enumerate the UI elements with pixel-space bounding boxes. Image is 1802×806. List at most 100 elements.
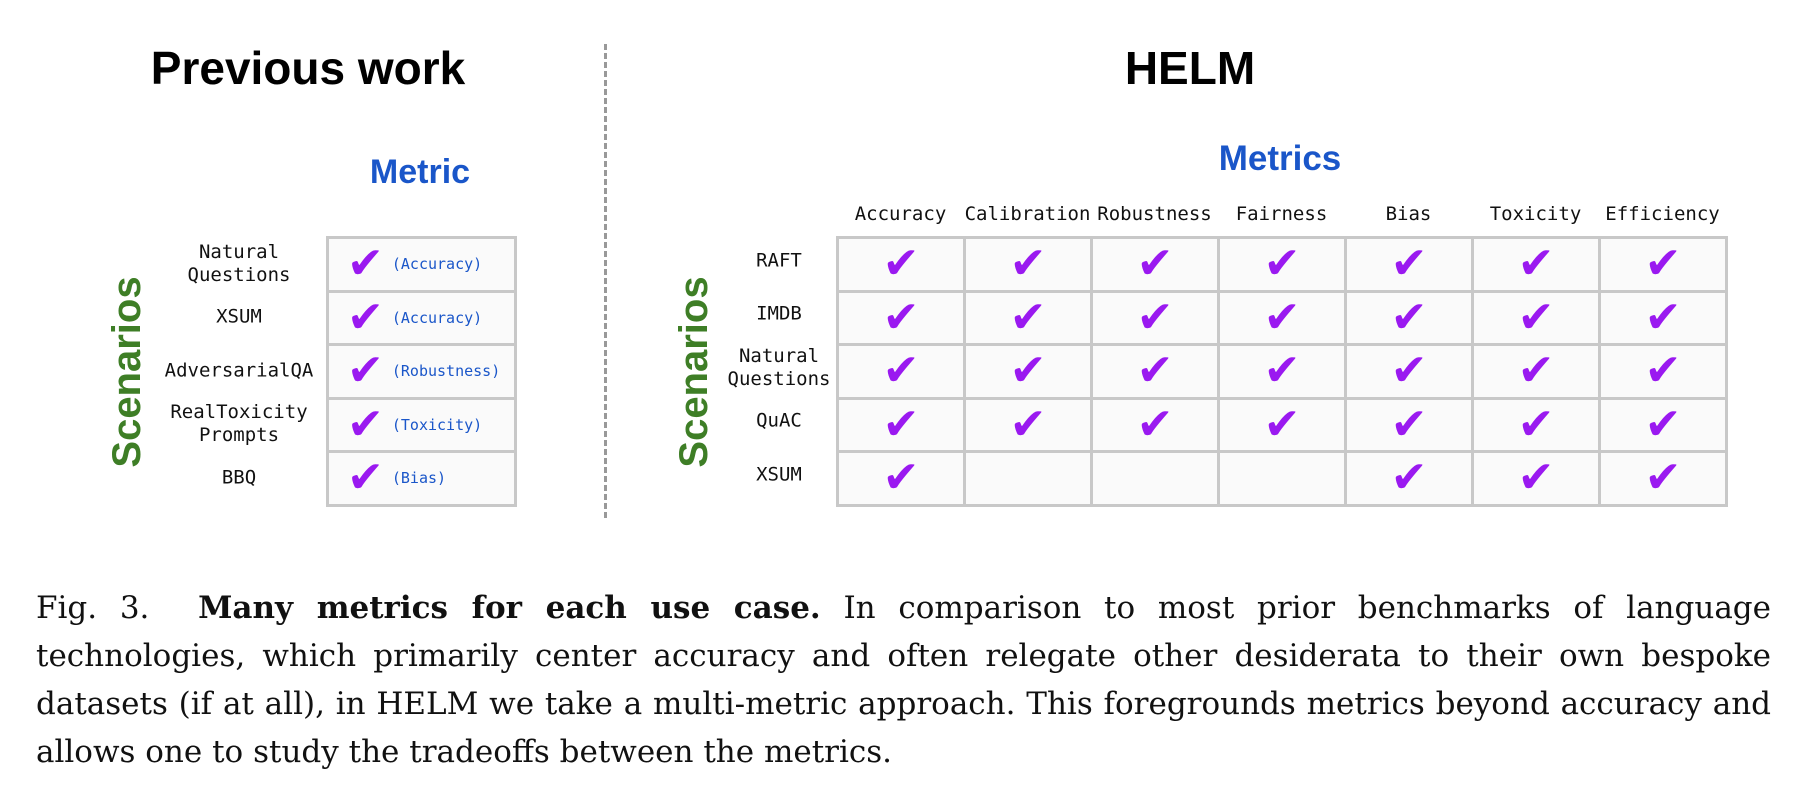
- caption-body: In comparison to most prior benchmarks o…: [36, 590, 1771, 770]
- helm-table-row: ✔ ✔ ✔ ✔: [836, 450, 1728, 507]
- helm-table-cell: ✔: [1090, 343, 1220, 400]
- helm-table-cell: ✔: [1344, 289, 1474, 346]
- metric-name: (Accuracy): [391, 308, 483, 327]
- previous-scenarios-label: Scenarios: [105, 276, 149, 468]
- checkmark-icon: ✔: [1390, 291, 1428, 343]
- checkmark-icon: ✔: [1009, 238, 1047, 290]
- helm-table-cell: ✔: [1598, 396, 1728, 453]
- checkmark-icon: ✔: [1263, 238, 1301, 290]
- checkmark-icon: ✔: [1136, 291, 1174, 343]
- checkmark-icon: ✔: [347, 291, 384, 343]
- metric-name: (Accuracy): [391, 255, 483, 274]
- checkmark-icon: ✔: [1644, 291, 1682, 343]
- column-header: Accuracy: [854, 203, 947, 225]
- previous-table-cell: ✔ (Robustness): [326, 343, 517, 400]
- helm-table-cell: ✔: [1217, 289, 1347, 346]
- caption-figure-label: Fig. 3.: [36, 590, 150, 626]
- helm-table-cell: [1090, 450, 1220, 507]
- previous-metric-header: Metric: [369, 153, 471, 191]
- column-header: Toxicity: [1489, 203, 1582, 225]
- helm-table-cell: ✔: [1471, 343, 1601, 400]
- helm-table-row: ✔✔✔✔✔✔✔: [836, 236, 1728, 293]
- helm-table-cell: ✔: [963, 289, 1093, 346]
- checkmark-icon: ✔: [1009, 345, 1047, 397]
- helm-table-cell: ✔: [1217, 396, 1347, 453]
- checkmark-icon: ✔: [882, 291, 920, 343]
- checkmark-icon: ✔: [1644, 452, 1682, 504]
- checkmark-icon: ✔: [1009, 398, 1047, 450]
- checkmark-icon: ✔: [1263, 345, 1301, 397]
- previous-table-cell: ✔ (Toxicity): [326, 396, 517, 453]
- checkmark-icon: ✔: [1390, 452, 1428, 504]
- helm-table-cell: ✔: [1598, 450, 1728, 507]
- checkmark-icon: ✔: [1009, 291, 1047, 343]
- checkmark-icon: ✔: [1390, 238, 1428, 290]
- helm-scenarios-label: Scenarios: [672, 276, 716, 468]
- scenario-label: XSUM: [216, 305, 262, 328]
- helm-table-cell: ✔: [963, 396, 1093, 453]
- metric-name: (Toxicity): [391, 415, 483, 434]
- helm-table-cell: [1217, 450, 1347, 507]
- checkmark-icon: ✔: [347, 398, 384, 450]
- helm-table-cell: ✔: [836, 343, 966, 400]
- metric-name: (Bias): [391, 469, 447, 488]
- checkmark-icon: ✔: [1136, 238, 1174, 290]
- column-header: Fairness: [1235, 203, 1328, 225]
- checkmark-icon: ✔: [1644, 238, 1682, 290]
- helm-table-cell: ✔: [963, 343, 1093, 400]
- checkmark-icon: ✔: [1263, 291, 1301, 343]
- checkmark-icon: ✔: [882, 452, 920, 504]
- helm-metrics-table: ✔✔✔✔✔✔✔✔✔✔✔✔✔✔✔✔✔✔✔✔✔✔✔✔✔✔✔✔✔✔✔✔: [836, 236, 1728, 507]
- helm-table-row: ✔ ✔ ✔ ✔ ✔ ✔ ✔: [836, 396, 1728, 453]
- previous-table-cell: ✔ (Accuracy): [326, 289, 517, 346]
- helm-table-cell: ✔: [1090, 289, 1220, 346]
- previous-table-cell: ✔ (Bias): [326, 450, 517, 507]
- helm-table-cell: ✔: [1471, 396, 1601, 453]
- helm-table-cell: ✔: [836, 450, 966, 507]
- figure-caption: Fig. 3. Many metrics for each use case. …: [36, 584, 1771, 776]
- helm-title: HELM: [1124, 42, 1256, 94]
- column-header: Efficiency: [1605, 203, 1720, 225]
- checkmark-icon: ✔: [1517, 398, 1555, 450]
- checkmark-icon: ✔: [1390, 345, 1428, 397]
- metric-name: (Robustness): [391, 362, 501, 381]
- checkmark-icon: ✔: [1517, 345, 1555, 397]
- checkmark-icon: ✔: [1136, 345, 1174, 397]
- helm-table-cell: ✔: [1471, 289, 1601, 346]
- previous-table-row: ✔ (Bias): [326, 450, 517, 507]
- checkmark-icon: ✔: [1644, 398, 1682, 450]
- checkmark-icon: ✔: [1263, 398, 1301, 450]
- scenario-label: IMDB: [756, 302, 802, 325]
- checkmark-icon: ✔: [347, 238, 384, 290]
- previous-table-row: ✔ (Accuracy): [326, 289, 517, 346]
- checkmark-icon: ✔: [1517, 291, 1555, 343]
- checkmark-icon: ✔: [882, 398, 920, 450]
- checkmark-icon: ✔: [1517, 452, 1555, 504]
- scenario-label: RealToxicity Prompts: [170, 401, 308, 447]
- scenario-label: BBQ: [221, 466, 257, 489]
- helm-table-cell: ✔: [1217, 343, 1347, 400]
- previous-table-row: ✔ (Toxicity): [326, 396, 517, 453]
- helm-table-cell: ✔: [1344, 396, 1474, 453]
- scenario-label: Natural Questions: [727, 344, 831, 390]
- helm-table-cell: ✔: [1344, 236, 1474, 293]
- helm-table-cell: ✔: [1471, 236, 1601, 293]
- checkmark-icon: ✔: [347, 345, 384, 397]
- helm-table-cell: ✔: [1598, 289, 1728, 346]
- checkmark-icon: ✔: [1136, 398, 1174, 450]
- helm-table-cell: ✔: [1471, 450, 1601, 507]
- helm-table-cell: [963, 450, 1093, 507]
- checkmark-icon: ✔: [1390, 398, 1428, 450]
- helm-table-row: ✔✔✔✔✔✔✔: [836, 343, 1728, 400]
- helm-table-cell: ✔: [1344, 343, 1474, 400]
- checkmark-icon: ✔: [347, 452, 384, 504]
- helm-table-cell: ✔: [1598, 236, 1728, 293]
- helm-table-cell: ✔: [963, 236, 1093, 293]
- previous-work-title: Previous work: [150, 42, 466, 94]
- column-header: Robustness: [1097, 203, 1212, 225]
- helm-table-cell: ✔: [1090, 236, 1220, 293]
- previous-work-table: ✔ (Accuracy) ✔ (Accuracy) ✔ (Robustness) ✔ (Tox…: [326, 236, 517, 507]
- previous-table-row: ✔ (Accuracy): [326, 236, 517, 293]
- helm-table-row: ✔ ✔ ✔ ✔ ✔ ✔ ✔: [836, 289, 1728, 346]
- helm-table-cell: ✔: [836, 396, 966, 453]
